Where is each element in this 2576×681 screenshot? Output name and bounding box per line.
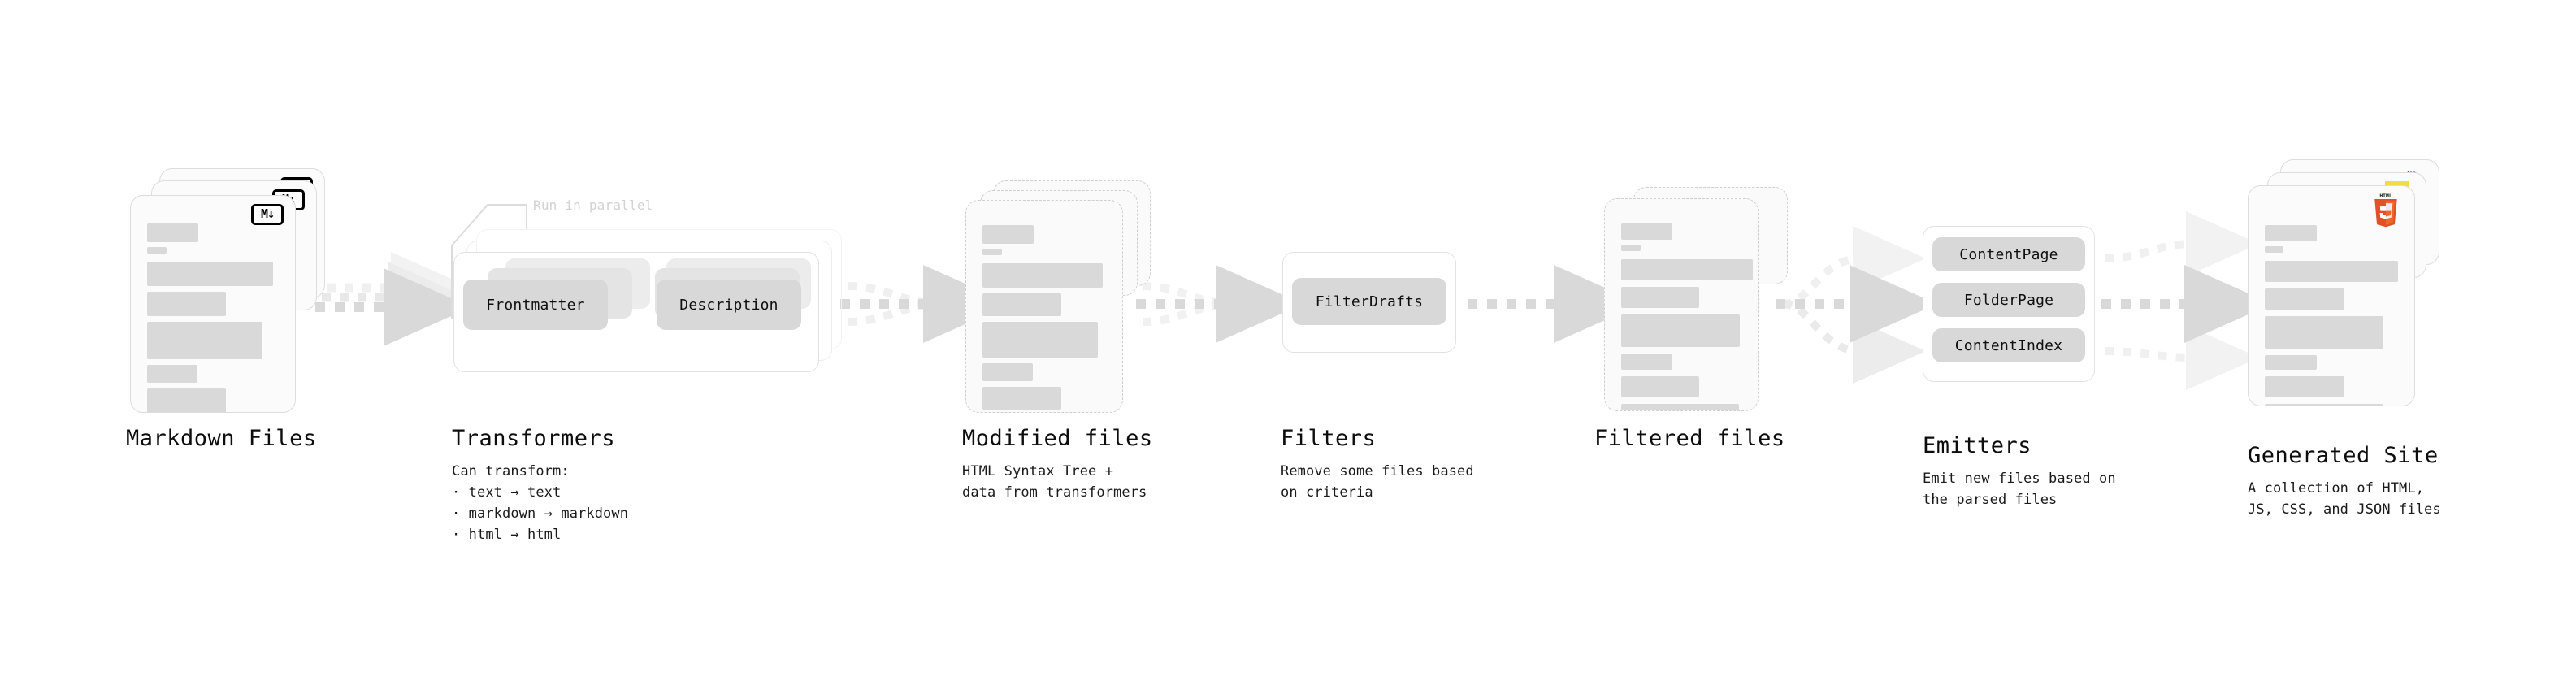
- stage-markdown-files: M↓ M↓ M↓ Mar: [0, 0, 341, 681]
- filters-subtitle: Remove some files based on criteria: [1281, 463, 1474, 501]
- doc-content-bar: [1621, 259, 1753, 280]
- doc-content-bar: [147, 322, 262, 359]
- stage-transformers: Frontmatter Description Run in parallel …: [0, 0, 894, 681]
- filter-chip-filterdrafts[interactable]: FilterDrafts: [1292, 278, 1446, 325]
- markdown-icon-label: M↓: [260, 206, 275, 221]
- markdown-files-title: Markdown Files: [126, 426, 317, 451]
- doc-content-bar: [2265, 376, 2344, 397]
- doc-content-bar: [1621, 314, 1740, 347]
- stage-filtered-files: Filtered files: [1594, 187, 1863, 451]
- doc-subtitle-bar: [982, 249, 1002, 255]
- doc-content-bar: [982, 363, 1033, 381]
- doc-content-bar: [147, 262, 273, 286]
- svg-text:HTML: HTML: [2379, 193, 2392, 199]
- doc-subtitle-bar: [1621, 245, 1641, 251]
- doc-content-bar: [2265, 316, 2383, 349]
- html5-icon-svg: HTML: [2374, 193, 2397, 228]
- generated-site-content: [2249, 186, 2414, 406]
- emitter-chip-folderpage-label: FolderPage: [1963, 291, 2054, 309]
- generated-site-subtitle: A collection of HTML, JS, CSS, and JSON …: [2248, 480, 2441, 518]
- emitters-title: Emitters: [1923, 433, 2032, 458]
- caption-markdown-files: Markdown Files: [126, 426, 394, 451]
- generated-site-title: Generated Site: [2248, 443, 2439, 468]
- doc-title-bar: [982, 225, 1034, 244]
- doc-content-bar: [2265, 355, 2317, 370]
- caption-modified-files: Modified files HTML Syntax Tree + data f…: [962, 426, 1230, 504]
- transformer-chip-description-label: Description: [679, 296, 778, 314]
- modified-files-subtitle: HTML Syntax Tree + data from transformer…: [962, 463, 1147, 501]
- doc-content-bar: [982, 263, 1103, 288]
- generated-site-card-front: HTML: [2248, 185, 2415, 406]
- doc-content-bar: [1621, 376, 1699, 397]
- doc-title-bar: [147, 223, 198, 242]
- caption-filtered-files: Filtered files: [1594, 426, 1863, 451]
- markdown-icon: M↓: [251, 204, 284, 225]
- filtered-file-content: [1605, 199, 1758, 410]
- caption-filters: Filters Remove some files based on crite…: [1281, 426, 1573, 504]
- html5-icon: HTML: [2370, 193, 2401, 228]
- doc-content-bar: [147, 292, 226, 316]
- markdown-file-content: [131, 196, 295, 412]
- emitters-subtitle: Emit new files based on the parsed files: [1923, 471, 2116, 508]
- modified-files-title: Modified files: [962, 426, 1153, 451]
- doc-content-bar: [1621, 354, 1672, 370]
- emitter-chip-contentpage-label: ContentPage: [1959, 245, 2058, 263]
- doc-content-bar: [1621, 404, 1739, 410]
- transformers-title: Transformers: [452, 426, 616, 451]
- run-in-parallel-label: Run in parallel: [533, 197, 653, 213]
- modified-file-card-front: [965, 200, 1123, 413]
- doc-content-bar: [982, 387, 1061, 410]
- transformer-chip-description[interactable]: Description: [657, 280, 801, 330]
- doc-subtitle-bar: [147, 247, 167, 254]
- doc-content-bar: [982, 293, 1061, 316]
- stage-filters: FilterDrafts Filters Remove some files b…: [1281, 252, 1474, 501]
- stage-modified-files: Modified files HTML Syntax Tree + data f…: [0, 0, 1219, 681]
- caption-emitters: Emitters Emit new files based on the par…: [1923, 433, 2231, 511]
- transformer-chip-frontmatter-label: Frontmatter: [486, 296, 585, 314]
- doc-subtitle-bar: [2265, 246, 2283, 253]
- doc-content-bar: [147, 365, 197, 383]
- modified-file-content: [966, 201, 1122, 412]
- transformer-chip-frontmatter[interactable]: Frontmatter: [463, 280, 608, 330]
- doc-content-bar: [2265, 288, 2344, 310]
- filters-title: Filters: [1281, 426, 1377, 451]
- doc-content-bar: [2265, 404, 2383, 406]
- doc-content-bar: [982, 322, 1098, 358]
- caption-transformers: Transformers Can transform: · text → tex…: [452, 426, 793, 545]
- emitter-chip-contentindex[interactable]: ContentIndex: [1932, 328, 2085, 362]
- caption-generated-site: Generated Site A collection of HTML, JS,…: [2248, 443, 2573, 521]
- markdown-file-card-front: M↓: [130, 195, 296, 413]
- filtered-file-card-front: [1604, 198, 1759, 411]
- filter-chip-filterdrafts-label: FilterDrafts: [1315, 293, 1424, 310]
- emitter-chip-contentpage[interactable]: ContentPage: [1932, 237, 2085, 271]
- emitter-chip-contentindex-label: ContentIndex: [1954, 336, 2063, 354]
- emitter-chip-folderpage[interactable]: FolderPage: [1932, 283, 2085, 317]
- transformers-subtitle: Can transform: · text → text · markdown …: [452, 463, 629, 543]
- filtered-files-title: Filtered files: [1594, 426, 1785, 451]
- doc-content-bar: [1621, 287, 1699, 308]
- doc-content-bar: [147, 388, 226, 412]
- stage-emitters: ContentPage FolderPage ContentIndex Emit…: [1923, 226, 2116, 508]
- doc-content-bar: [2265, 261, 2398, 282]
- doc-title-bar: [1621, 223, 1672, 240]
- doc-title-bar: [2265, 225, 2317, 241]
